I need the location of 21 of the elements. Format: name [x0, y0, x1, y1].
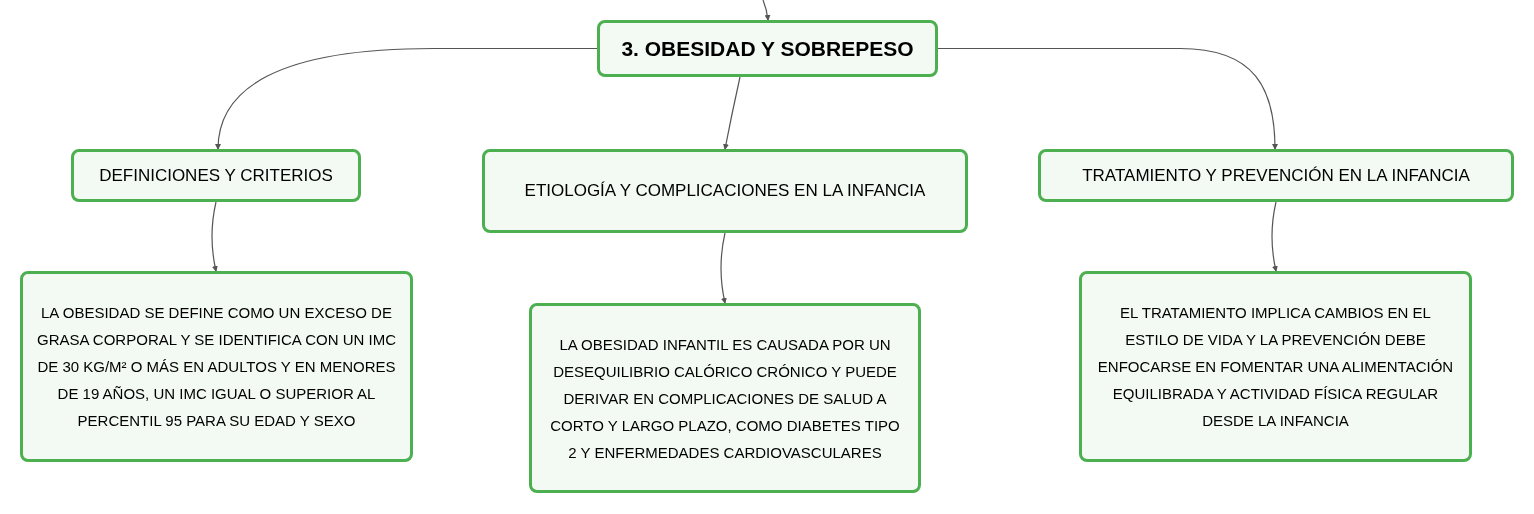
description-box: [529, 303, 921, 493]
connector-arrow: [215, 47, 598, 150]
node-text: DEFINICIONES Y CRITERIOS: [99, 164, 333, 187]
node-text: TRATAMIENTO Y PREVENCIÓN EN LA INFANCIA: [1082, 164, 1470, 187]
subtopic-box: [482, 149, 968, 233]
connector-arrow: [762, 0, 771, 21]
connector-arrow: [723, 76, 741, 150]
node-text: LA OBESIDAD SE DEFINE COMO UN EXCESO DE GRASA CORPORAL Y SE IDENTIFICA CON UN IMC DE 30 KG/M² O MÁS EN ADULTOS Y EN MENORES DE 19 AÑOS, UN IMC IGUAL O SUPERIOR AL PERCENTIL 95 PARA SU EDAD Y SEXO: [36, 303, 397, 431]
connector-arrow: [937, 47, 1278, 150]
subtopic-box: [1038, 149, 1514, 202]
node-text: LA OBESIDAD INFANTIL ES CAUSADA POR UN DESEQUILIBRIO CALÓRICO CRÓNICO Y PUEDE DERIVAR EN COMPLICACIONES DE SALUD A CORTO Y LARGO PLAZO, COMO DIABETES TIPO 2 Y ENFERMEDADES CARDIOVASCULARES: [549, 334, 901, 463]
topic-box: [597, 20, 938, 77]
node-text: ETIOLOGÍA Y COMPLICACIONES EN LA INFANCIA: [524, 180, 926, 203]
connector-arrow: [211, 201, 218, 272]
description-box: [20, 271, 413, 462]
description-box: [1079, 271, 1472, 462]
node-text: 3. OBESIDAD Y SOBREPESO: [621, 35, 914, 62]
connector-arrow: [720, 232, 727, 304]
subtopic-box: [71, 149, 361, 202]
node-text: EL TRATAMIENTO IMPLICA CAMBIOS EN EL ESTILO DE VIDA Y LA PREVENCIÓN DEBE ENFOCARSE EN FOMENTAR UNA ALIMENTACIÓN EQUILIBRADA Y ACTIVIDAD FÍSICA REGULAR DESDE LA INFANCIA: [1096, 303, 1455, 431]
connector-arrow: [1271, 201, 1278, 272]
